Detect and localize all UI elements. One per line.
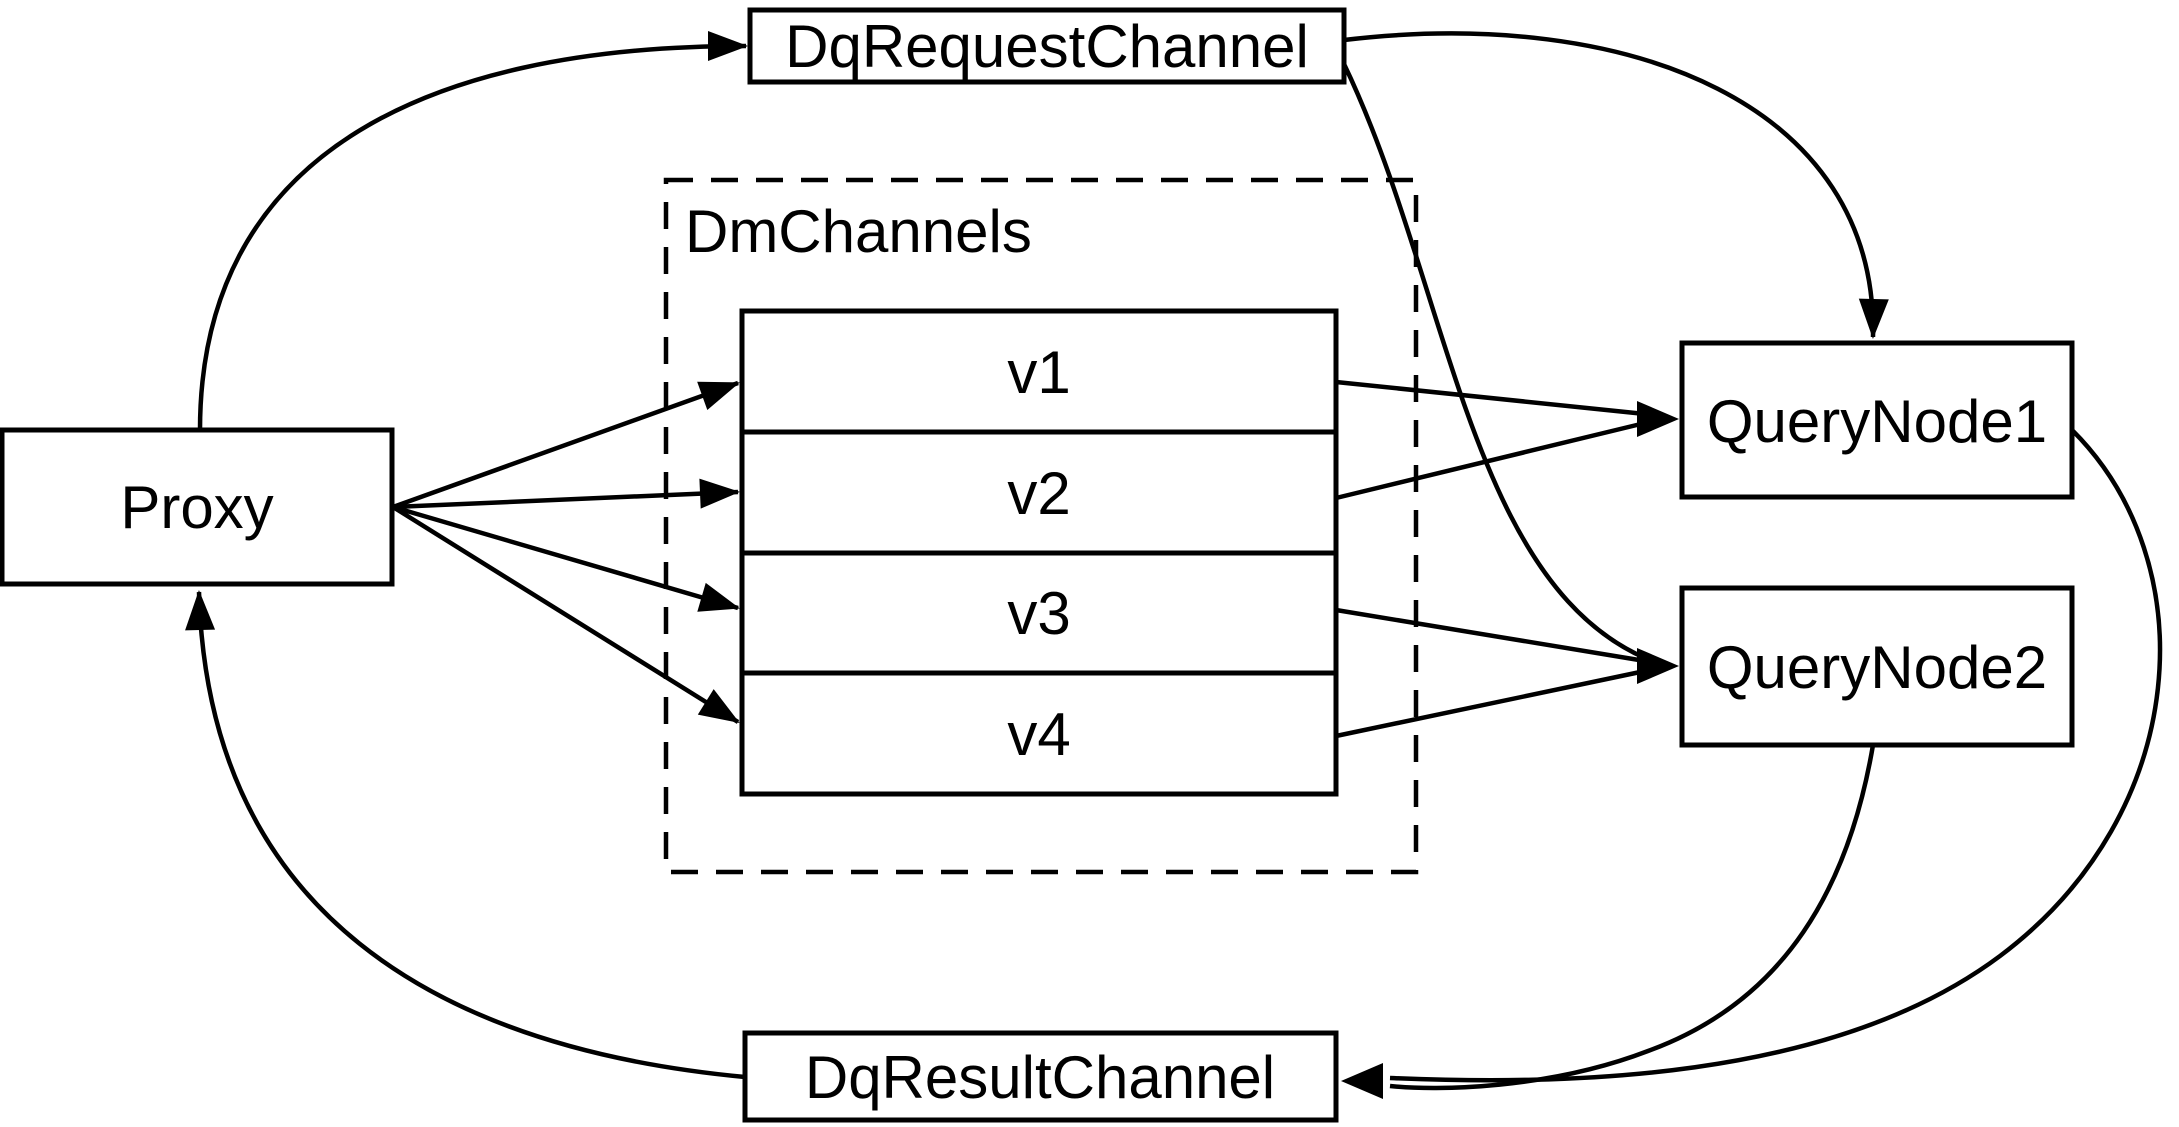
- edge-v1-to-query-node-1: [1335, 379, 1646, 417]
- proxy-label: Proxy: [120, 474, 273, 541]
- channel-row-v3: v3: [739, 550, 1339, 676]
- query-node-2: QueryNode2: [1679, 585, 2075, 748]
- edge-v4-to-query-node-2: [1335, 668, 1646, 739]
- edge-v3-to-query-node-2: [1335, 607, 1646, 664]
- channel-row-v4: v4: [739, 670, 1339, 797]
- channel-row-v4-box: [739, 670, 1339, 797]
- dm-channels-group-label: DmChannels: [685, 198, 1032, 265]
- query-node-1-label: QueryNode1: [1707, 388, 2047, 455]
- dq-result-channel-label: DqResultChannel: [805, 1044, 1275, 1111]
- channel-row-v2-label: v2: [1007, 460, 1070, 527]
- arrowhead-into-query-node-2: [1637, 648, 1679, 684]
- edge-dq-result-channel-to-proxy: [185, 590, 746, 1080]
- channel-row-v1: v1: [739, 308, 1339, 435]
- edge-dq-request-channel-to-query-node-2: [1341, 63, 1646, 661]
- edge-v2-to-query-node-1: [1335, 420, 1646, 501]
- query-node-1: QueryNode1: [1679, 340, 2075, 500]
- edge-query-node-1-to-dq-result-channel: [1389, 428, 2163, 1083]
- channel-row-v2-box: [739, 429, 1339, 556]
- edge-proxy-to-v2: [392, 478, 740, 510]
- proxy-box: [0, 427, 395, 587]
- dq-result-channel-node: DqResultChannel: [742, 1030, 1339, 1123]
- edge-proxy-to-dq-request-channel: [197, 31, 748, 431]
- query-node-2-box: [1679, 585, 2075, 748]
- dm-channels-group: DmChannels: [663, 177, 1419, 875]
- query-node-2-label: QueryNode2: [1707, 634, 2047, 701]
- dm-channels-group-box: [663, 177, 1419, 875]
- edge-proxy-to-v1: [392, 380, 740, 510]
- dq-result-channel-box: [742, 1030, 1339, 1123]
- edge-query-node-2-to-dq-result-channel: [1389, 744, 1876, 1091]
- dq-request-channel-label: DqRequestChannel: [785, 13, 1309, 80]
- edge-proxy-to-v3: [392, 504, 740, 612]
- arrowhead-into-query-node-1: [1637, 401, 1679, 437]
- query-node-1-box: [1679, 340, 2075, 500]
- proxy-node: Proxy: [0, 427, 395, 587]
- channel-row-v4-label: v4: [1007, 701, 1070, 768]
- edge-proxy-to-v4: [391, 505, 740, 724]
- arrowhead-into-dq-result-channel: [1341, 1063, 1383, 1099]
- edge-dq-request-channel-to-query-node-1: [1343, 31, 1889, 339]
- channel-row-v3-label: v3: [1007, 580, 1070, 647]
- dq-request-channel-box: [747, 7, 1347, 85]
- dq-request-channel-node: DqRequestChannel: [747, 7, 1347, 85]
- channel-row-v2: v2: [739, 429, 1339, 556]
- channel-row-v1-label: v1: [1007, 339, 1070, 406]
